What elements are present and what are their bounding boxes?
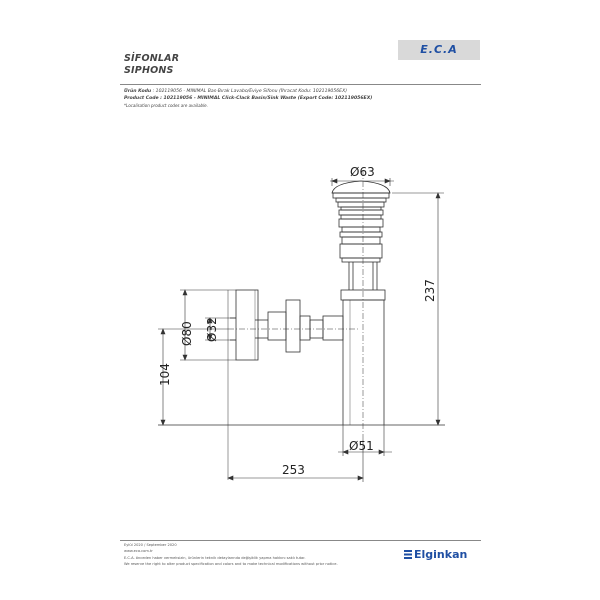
horizontal-outlet-pipe [255, 299, 344, 353]
product-code-tr-label: Ürün Kodu [124, 89, 152, 94]
eca-logo-text: E.C.A [420, 43, 458, 56]
dim-wall-height: 104 [158, 363, 172, 386]
product-code-tr: Ürün Kodu : 102119056 - MINIMAL Bas-Bıra… [124, 89, 347, 95]
elginkan-mark-icon [404, 550, 412, 559]
dimension-lines [158, 178, 444, 482]
dimension-labels: Ø63 237 Ø80 Ø32 104 Ø51 253 [158, 165, 437, 477]
product-code-en-label: Product Code [124, 96, 159, 101]
dim-projection: 253 [282, 463, 305, 477]
wall-flange [230, 289, 259, 361]
elginkan-logo: Elginkan [404, 548, 467, 561]
drain-cap-body [331, 180, 391, 263]
localisation-note: *Localisation product codes are availabl… [124, 103, 208, 108]
dim-top-diameter: Ø63 [350, 165, 375, 179]
product-code-en: Product Code : 102119056 - MINIMAL Click… [124, 96, 372, 102]
elginkan-logo-text: Elginkan [414, 548, 468, 561]
product-code-en-value: : 102119056 - MINIMAL Click-Clack Basin/… [160, 96, 373, 101]
vertical-pipe [348, 262, 378, 290]
dim-inner-diameter: Ø32 [205, 317, 219, 342]
axis-lines [227, 170, 364, 480]
footer-website: www.eca.com.tr [124, 549, 153, 553]
title-english: SIPHONS [124, 65, 174, 76]
footer-date: Eylül 2020 / September 2020 [124, 543, 177, 547]
dim-outer-diameter: Ø80 [180, 321, 194, 346]
footer-divider [120, 540, 481, 541]
footer-note-tr: E.C.A. önceden haber vermeksizin, ürünle… [124, 556, 306, 560]
title-turkish: SİFONLAR [124, 53, 180, 64]
dim-bottom-diameter: Ø51 [349, 439, 374, 453]
dim-overall-height: 237 [423, 279, 437, 302]
footer-note-en: We reserve the right to alter product sp… [124, 562, 338, 566]
eca-logo: E.C.A [398, 40, 480, 60]
header-divider [120, 84, 481, 85]
product-code-tr-value: : 102119056 - MINIMAL Bas-Bırak Lavabo/E… [152, 89, 348, 94]
